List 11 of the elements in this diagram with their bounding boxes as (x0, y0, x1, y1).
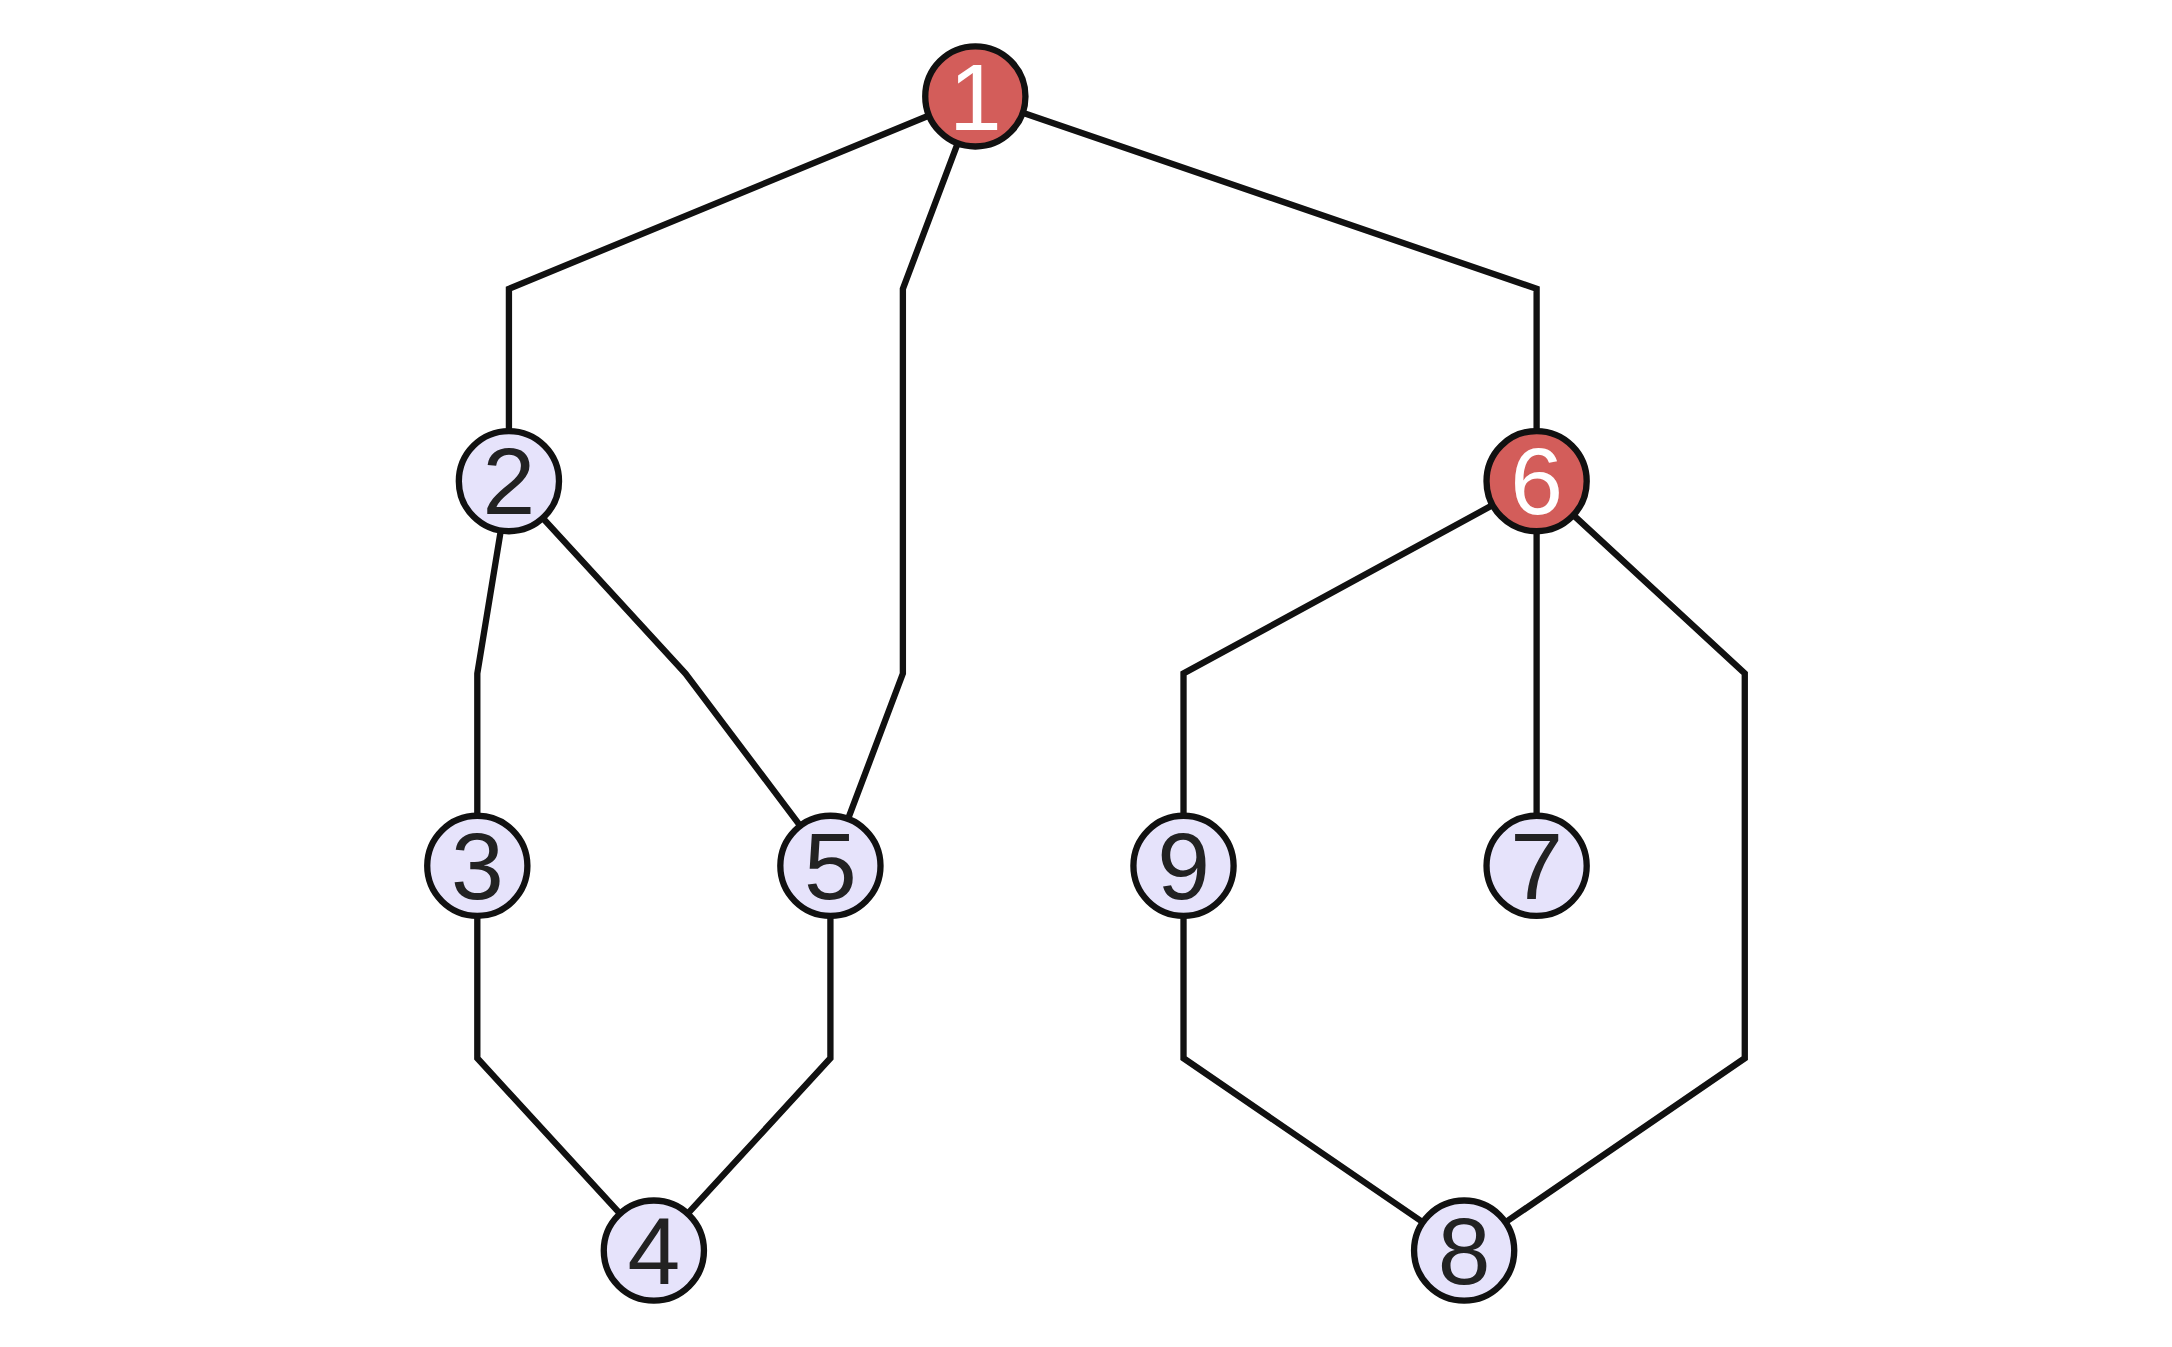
node-circle: 6 (1483, 427, 1590, 535)
node-circle: 8 (1410, 1197, 1518, 1304)
node-circle: 3 (424, 812, 531, 920)
connector (1533, 531, 1540, 816)
node-circle: 5 (777, 812, 884, 920)
node-circle: 1 (922, 43, 1029, 150)
node-circle: 7 (1483, 812, 1590, 920)
node-circle: 4 (600, 1197, 708, 1304)
connector (474, 530, 504, 816)
node-circle: 9 (1130, 812, 1237, 920)
node-circle: 2 (455, 427, 563, 535)
